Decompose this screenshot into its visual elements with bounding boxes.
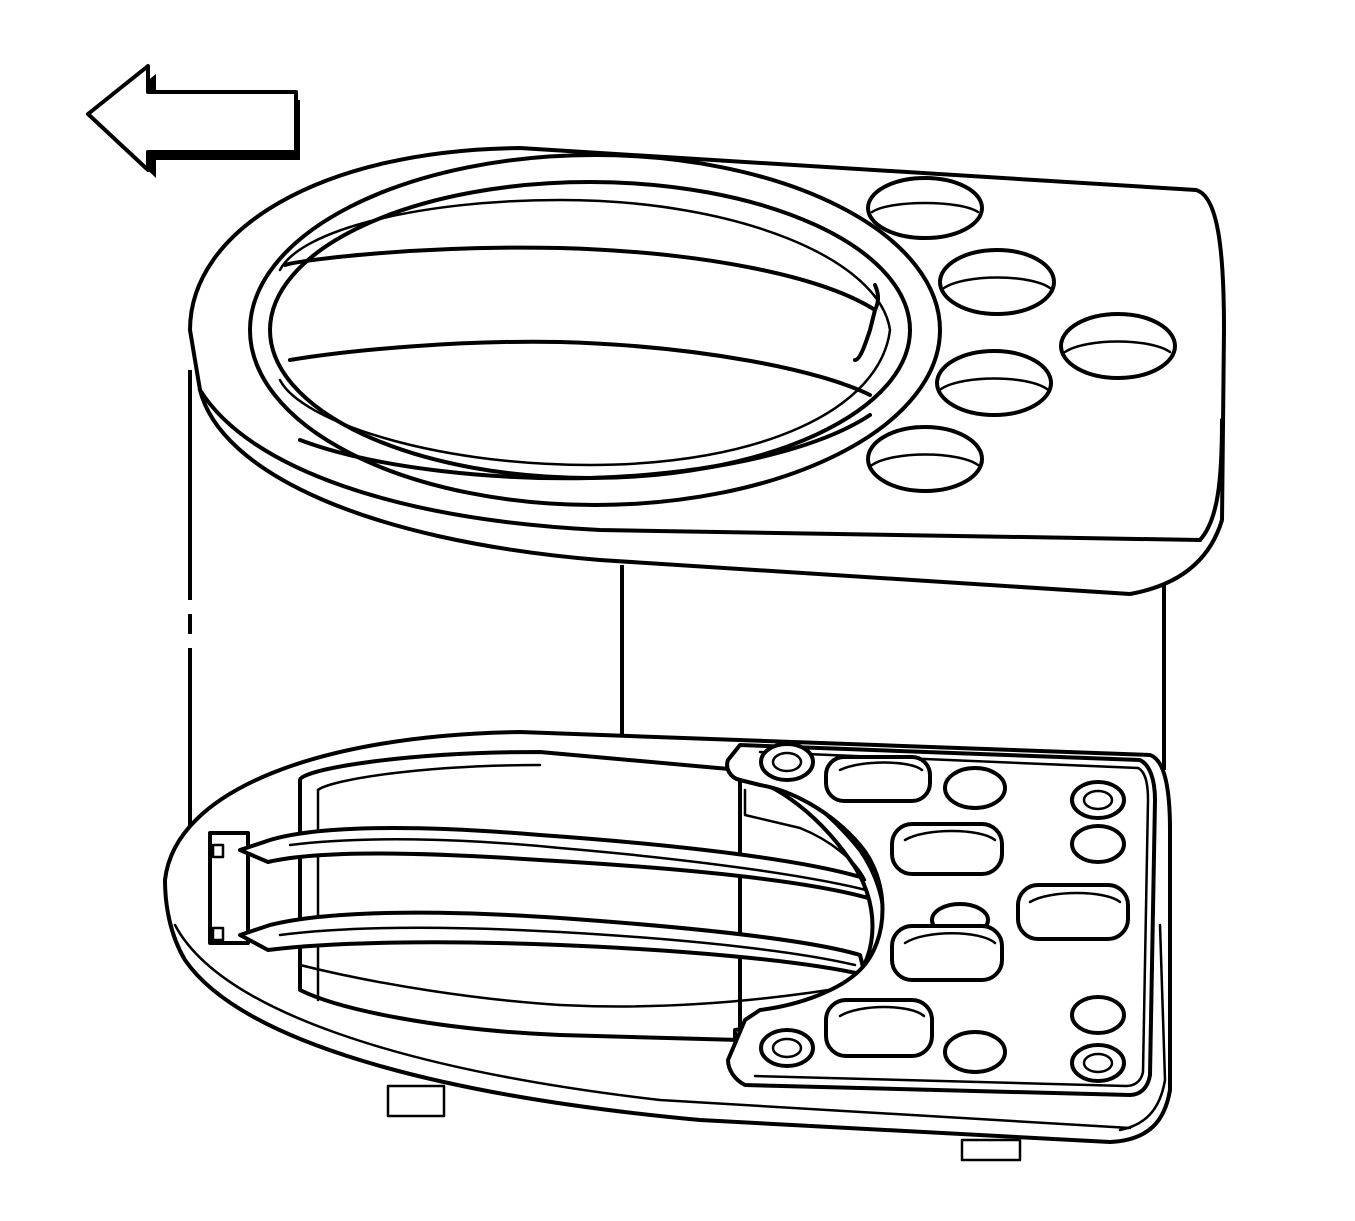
tab-right bbox=[960, 1138, 1022, 1162]
boss-4 bbox=[890, 924, 1004, 982]
bottom-tabs bbox=[386, 1084, 1022, 1162]
boss-1 bbox=[824, 755, 932, 803]
deck-hole-1 bbox=[759, 742, 815, 782]
deck-hole-7 bbox=[1070, 1043, 1126, 1083]
deck-hole-2 bbox=[943, 766, 1007, 810]
tab-left bbox=[386, 1084, 446, 1118]
deck-hole-3 bbox=[1070, 780, 1126, 820]
hole-1 bbox=[866, 176, 984, 240]
deck-hole-9 bbox=[759, 1028, 815, 1068]
hole-4 bbox=[935, 349, 1053, 417]
boss-2 bbox=[890, 822, 1004, 876]
lower-cup-holder-base bbox=[163, 730, 1172, 1162]
direction-arrow-left-icon bbox=[86, 64, 300, 178]
boss-5 bbox=[824, 998, 934, 1058]
hole-2 bbox=[938, 248, 1056, 316]
upper-trim-cover bbox=[188, 146, 1226, 596]
deck-bosses bbox=[824, 755, 1130, 1058]
deck-hole-4 bbox=[1070, 824, 1126, 864]
left-clip bbox=[208, 831, 250, 945]
upper-holes bbox=[866, 176, 1177, 493]
deck-hole-6 bbox=[1070, 995, 1126, 1035]
hole-3 bbox=[1059, 312, 1177, 380]
boss-3 bbox=[1016, 883, 1130, 941]
deck-hole-8 bbox=[943, 1030, 1007, 1074]
hole-5 bbox=[866, 425, 984, 493]
